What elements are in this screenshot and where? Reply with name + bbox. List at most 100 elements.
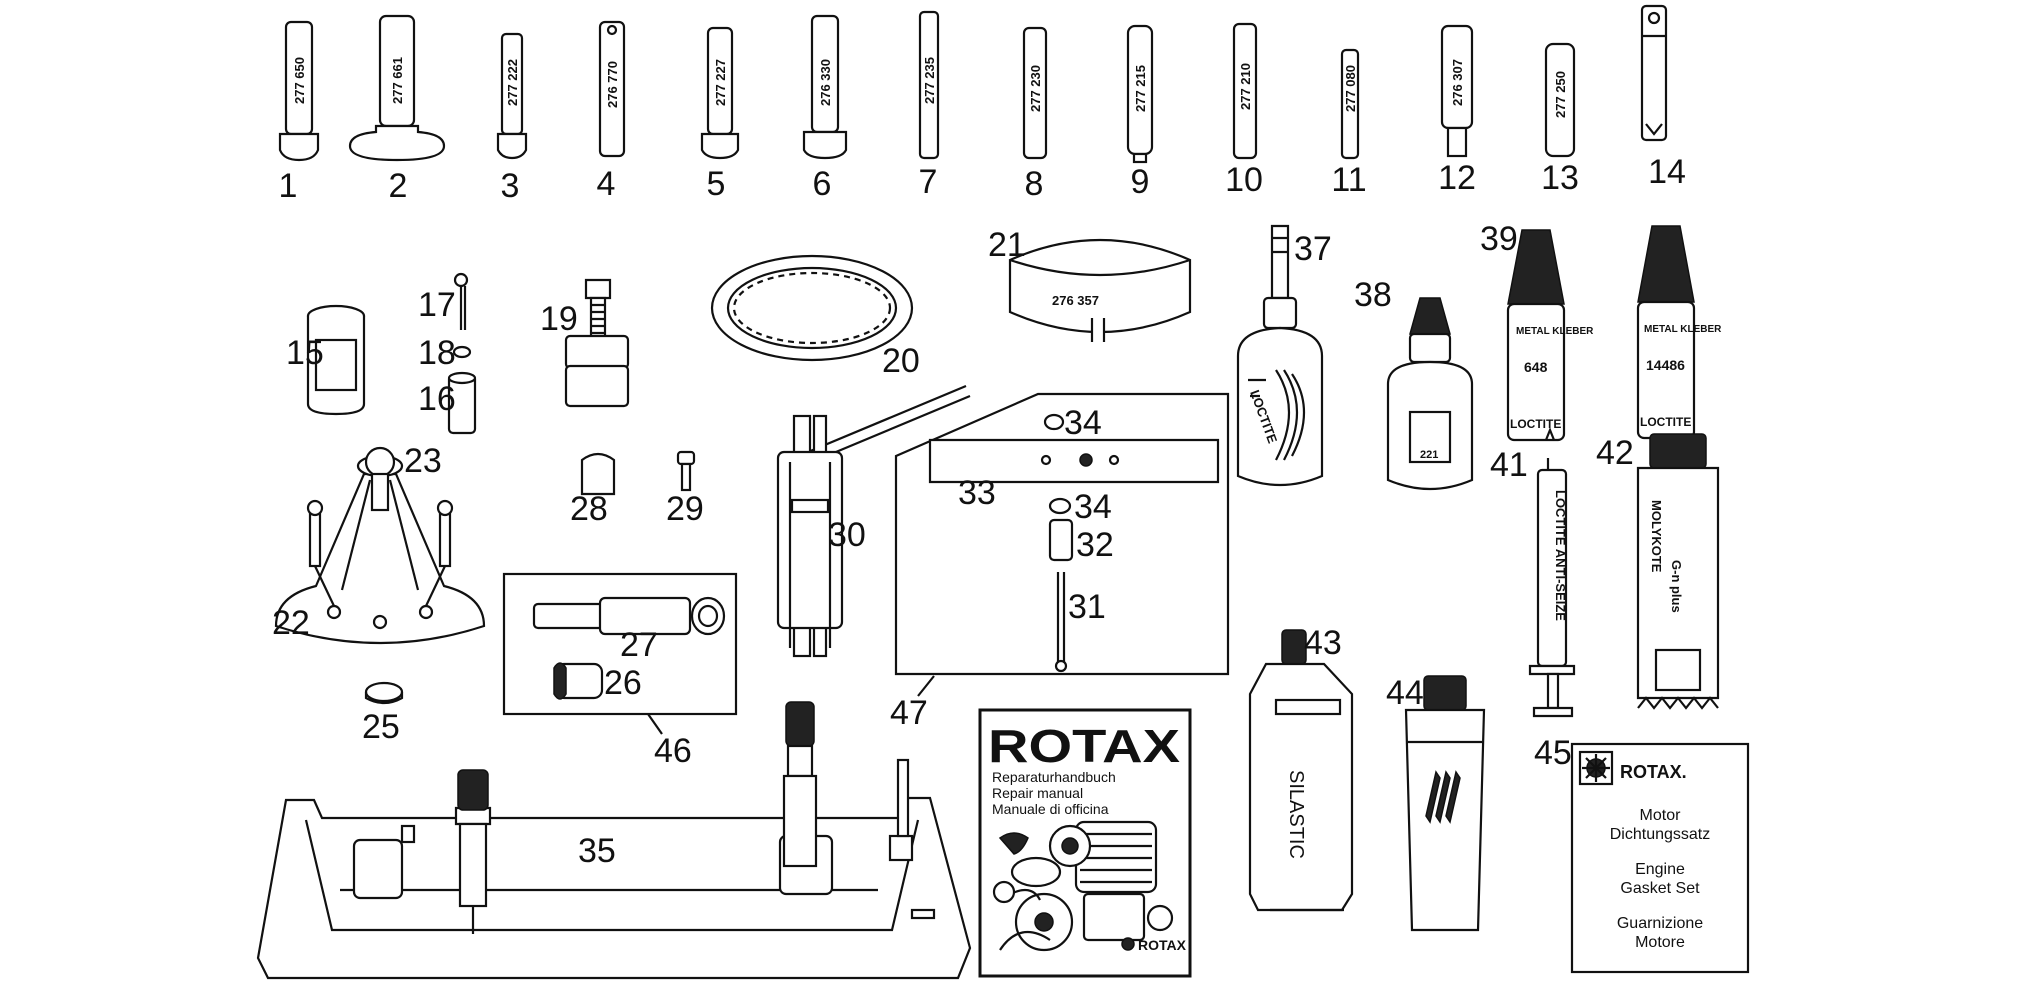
bottle-38: 221 bbox=[1386, 297, 1474, 491]
label-5: 5 bbox=[707, 165, 726, 203]
label-30: 30 bbox=[828, 516, 866, 554]
label-13: 13 bbox=[1541, 159, 1579, 197]
label-21: 21 bbox=[988, 226, 1026, 264]
gasket-set-45: ROTAX. Motor Dichtungssatz Engine Gasket… bbox=[1570, 742, 1750, 974]
stand-22 bbox=[274, 446, 486, 645]
gasket-en-2: Gasket Set bbox=[1620, 880, 1700, 897]
label-39: 39 bbox=[1480, 220, 1518, 258]
tube-42-product: G-n plus bbox=[1669, 560, 1684, 613]
label-41: 41 bbox=[1490, 446, 1528, 484]
label-16: 16 bbox=[418, 380, 456, 418]
screw-29 bbox=[676, 450, 696, 492]
label-18: 18 bbox=[418, 334, 456, 372]
bottle-40: METAL KLEBER 14486 LOCTITE bbox=[1636, 225, 1722, 440]
label-32: 32 bbox=[1076, 526, 1114, 564]
puller-19 bbox=[564, 278, 630, 408]
pin-code-13: 277 250 bbox=[1553, 71, 1568, 118]
label-3: 3 bbox=[501, 167, 520, 205]
fixture-35 bbox=[256, 701, 972, 980]
pin-6: 276 330 bbox=[802, 14, 848, 160]
cage-15 bbox=[306, 304, 366, 416]
manual-line-3: Manuale di officina bbox=[992, 801, 1109, 817]
label-14: 14 bbox=[1648, 153, 1686, 191]
pin-8: 277 230 bbox=[1022, 26, 1048, 160]
syringe-brand: LOCTITE ANTI-SEIZE bbox=[1553, 490, 1568, 621]
label-44: 44 bbox=[1386, 674, 1424, 712]
label-6: 6 bbox=[813, 165, 832, 203]
label-38: 38 bbox=[1354, 276, 1392, 314]
label-7: 7 bbox=[919, 163, 938, 201]
label-11: 11 bbox=[1331, 161, 1366, 199]
gasket-brand: ROTAX. bbox=[1620, 762, 1687, 782]
bottle-39-num: 648 bbox=[1524, 359, 1548, 375]
pin-code-1: 277 650 bbox=[292, 57, 307, 104]
pin-13: 277 250 bbox=[1544, 42, 1576, 158]
bottle-39: METAL KLEBER 648 LOCTITE bbox=[1506, 229, 1594, 442]
pin-code-6: 276 330 bbox=[818, 59, 833, 106]
label-46: 46 bbox=[654, 732, 692, 770]
group-47 bbox=[894, 392, 1230, 676]
pin-code-4: 276 770 bbox=[605, 61, 620, 108]
label-1: 1 bbox=[279, 167, 298, 205]
label-19: 19 bbox=[540, 300, 578, 338]
label-37: 37 bbox=[1294, 230, 1332, 268]
label-17: 17 bbox=[418, 286, 456, 324]
label-31: 31 bbox=[1068, 588, 1106, 626]
leader-46 bbox=[647, 713, 663, 735]
label-12: 12 bbox=[1438, 159, 1476, 197]
label-26: 26 bbox=[604, 664, 642, 702]
pin-7: 277 235 bbox=[918, 10, 940, 160]
ring-20 bbox=[710, 254, 914, 362]
pin-2: 277 661 bbox=[348, 14, 446, 162]
bottle-37: LOCTITE bbox=[1236, 224, 1324, 487]
nut-18 bbox=[452, 345, 472, 359]
leader-47 bbox=[917, 675, 935, 697]
manual-logo: ROTAX bbox=[1138, 937, 1187, 953]
pin-code-10: 277 210 bbox=[1238, 63, 1253, 110]
tube-42: MOLYKOTE G-n plus bbox=[1636, 433, 1720, 710]
pin-1: 277 650 bbox=[278, 20, 320, 162]
label-22: 22 bbox=[272, 604, 310, 642]
label-9: 9 bbox=[1131, 163, 1150, 201]
label-10: 10 bbox=[1225, 161, 1263, 199]
pin-11: 277 080 bbox=[1340, 48, 1360, 160]
manual-line-1: Reparaturhandbuch bbox=[992, 769, 1116, 785]
band-code-21: 276 357 bbox=[1052, 293, 1099, 308]
label-15: 15 bbox=[286, 334, 324, 372]
label-45: 45 bbox=[1534, 734, 1572, 772]
bottle-39-brand: LOCTITE bbox=[1510, 417, 1561, 431]
tube-44 bbox=[1404, 675, 1486, 932]
pin-10: 277 210 bbox=[1232, 22, 1258, 160]
label-27: 27 bbox=[620, 626, 658, 664]
sleeve-16 bbox=[447, 371, 477, 435]
pin-code-8: 277 230 bbox=[1028, 65, 1043, 112]
label-43: 43 bbox=[1304, 624, 1342, 662]
bottle-38-num: 221 bbox=[1420, 449, 1438, 461]
bolt-17 bbox=[453, 272, 469, 330]
label-47: 47 bbox=[890, 694, 928, 732]
top-row-numbers: 1 2 3 4 5 6 7 8 9 10 11 12 13 14 bbox=[279, 153, 1686, 205]
pin-5: 277 227 bbox=[700, 26, 740, 160]
engine-illustration bbox=[992, 820, 1174, 952]
pin-code-12: 276 307 bbox=[1450, 59, 1465, 106]
label-35: 35 bbox=[578, 832, 616, 870]
pin-12: 276 307 bbox=[1440, 24, 1474, 158]
label-23: 23 bbox=[404, 442, 442, 480]
gasket-de-2: Dichtungssatz bbox=[1610, 826, 1711, 843]
tube-43-brand: SILASTIC bbox=[1285, 770, 1307, 859]
label-8: 8 bbox=[1025, 165, 1044, 203]
bottle-40-brand: LOCTITE bbox=[1640, 415, 1691, 429]
manual-line-2: Repair manual bbox=[992, 785, 1083, 801]
bottle-40-metal: METAL KLEBER bbox=[1644, 324, 1722, 335]
tube-42-brand: MOLYKOTE bbox=[1649, 500, 1664, 573]
band-21: 276 357 bbox=[1008, 238, 1192, 350]
label-34a: 34 bbox=[1064, 404, 1102, 442]
repair-manual: ROTAX Reparaturhandbuch Repair manual Ma… bbox=[978, 708, 1192, 978]
cap-28 bbox=[580, 452, 616, 496]
label-20: 20 bbox=[882, 342, 920, 380]
label-34b: 34 bbox=[1074, 488, 1112, 526]
pin-code-3: 277 222 bbox=[505, 59, 520, 106]
tool-14 bbox=[1640, 4, 1668, 142]
group-46 bbox=[502, 572, 738, 716]
label-29: 29 bbox=[666, 490, 704, 528]
